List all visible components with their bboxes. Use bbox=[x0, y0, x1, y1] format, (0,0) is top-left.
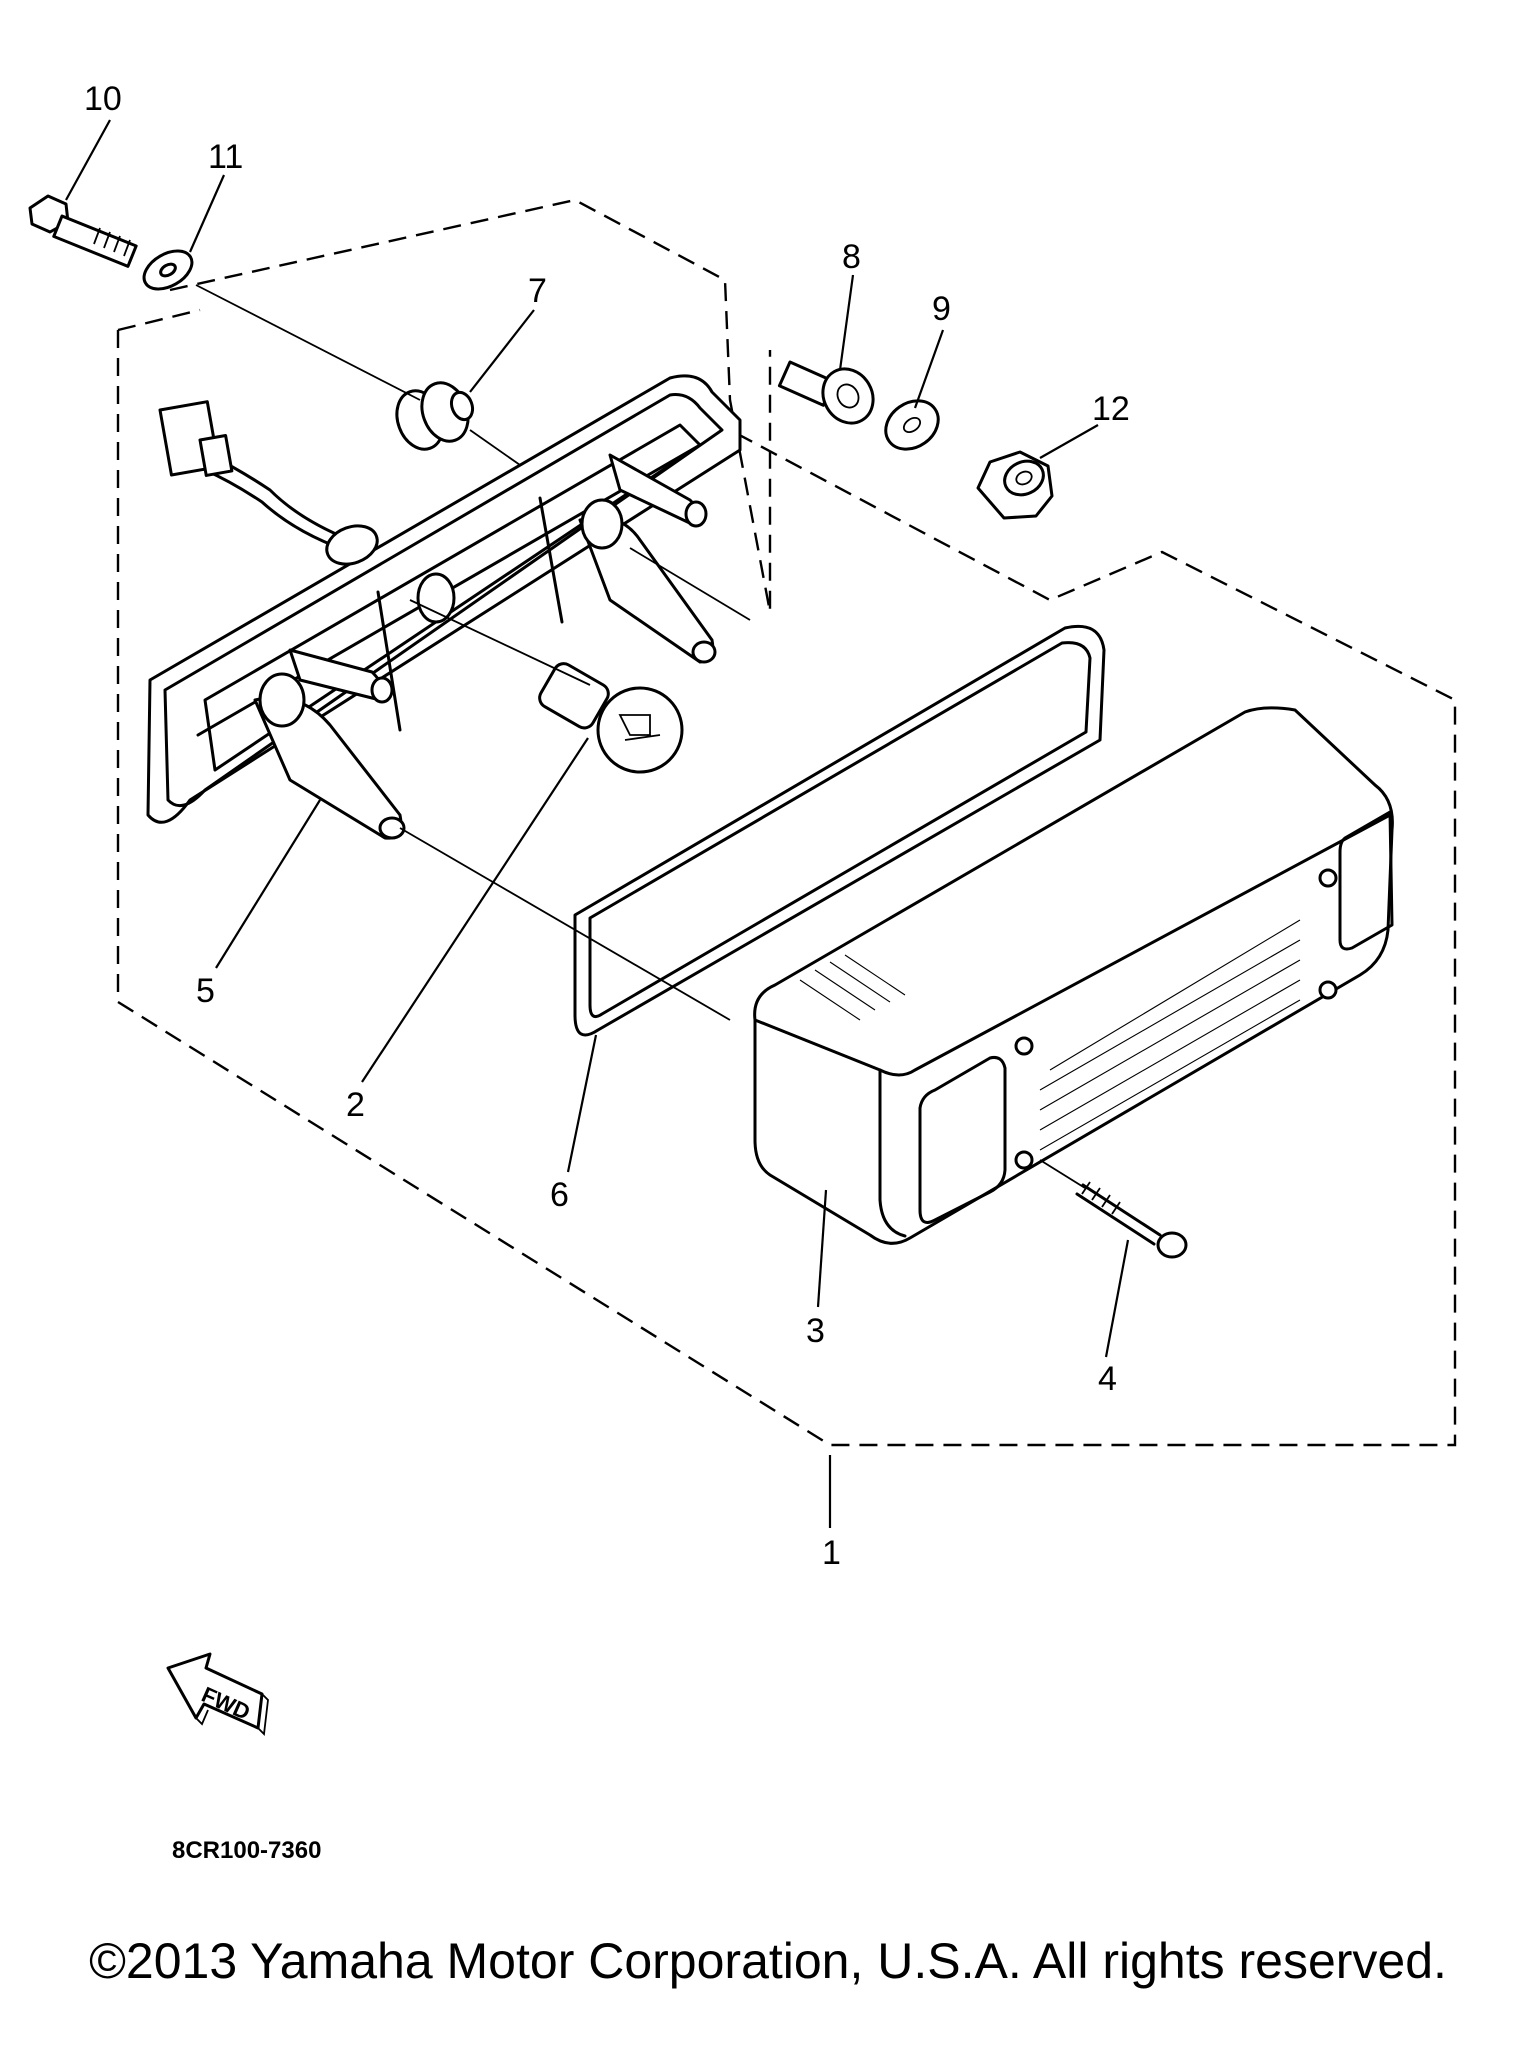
callout-8: 8 bbox=[842, 238, 861, 276]
callout-1: 1 bbox=[822, 1534, 841, 1572]
assembly-boundary bbox=[169, 198, 772, 613]
lens-3-drawing bbox=[753, 706, 1394, 1245]
callout-11: 11 bbox=[208, 138, 243, 176]
drawing-code: 8CR100-7360 bbox=[172, 1837, 321, 1864]
grommet-7-drawing bbox=[395, 381, 475, 451]
callout-3: 3 bbox=[806, 1312, 825, 1350]
callout-6: 6 bbox=[550, 1176, 569, 1214]
bolt-8-drawing bbox=[777, 360, 875, 425]
fwd-arrow-icon: FWD bbox=[166, 1652, 269, 1736]
lamp-housing-drawing bbox=[146, 374, 742, 840]
callout-4: 4 bbox=[1098, 1360, 1117, 1398]
callout-12: 12 bbox=[1092, 390, 1130, 428]
callout-7: 7 bbox=[528, 272, 547, 310]
copyright-notice: ©2013 Yamaha Motor Corporation, U.S.A. A… bbox=[89, 1933, 1447, 1989]
callout-5: 5 bbox=[196, 972, 215, 1010]
bolt-10-drawing bbox=[28, 194, 138, 268]
washer-9-drawing bbox=[884, 399, 940, 451]
assembly-boundary-outer bbox=[116, 330, 1457, 1447]
callout-10: 10 bbox=[84, 80, 122, 118]
bulb-2-drawing bbox=[538, 662, 684, 774]
nut-12-drawing bbox=[976, 450, 1054, 520]
callout-2: 2 bbox=[346, 1086, 365, 1124]
washer-11-drawing bbox=[142, 249, 194, 291]
callout-9: 9 bbox=[932, 290, 951, 328]
gasket-6-drawing bbox=[573, 624, 1106, 1037]
screw-4-drawing bbox=[1075, 1181, 1188, 1259]
